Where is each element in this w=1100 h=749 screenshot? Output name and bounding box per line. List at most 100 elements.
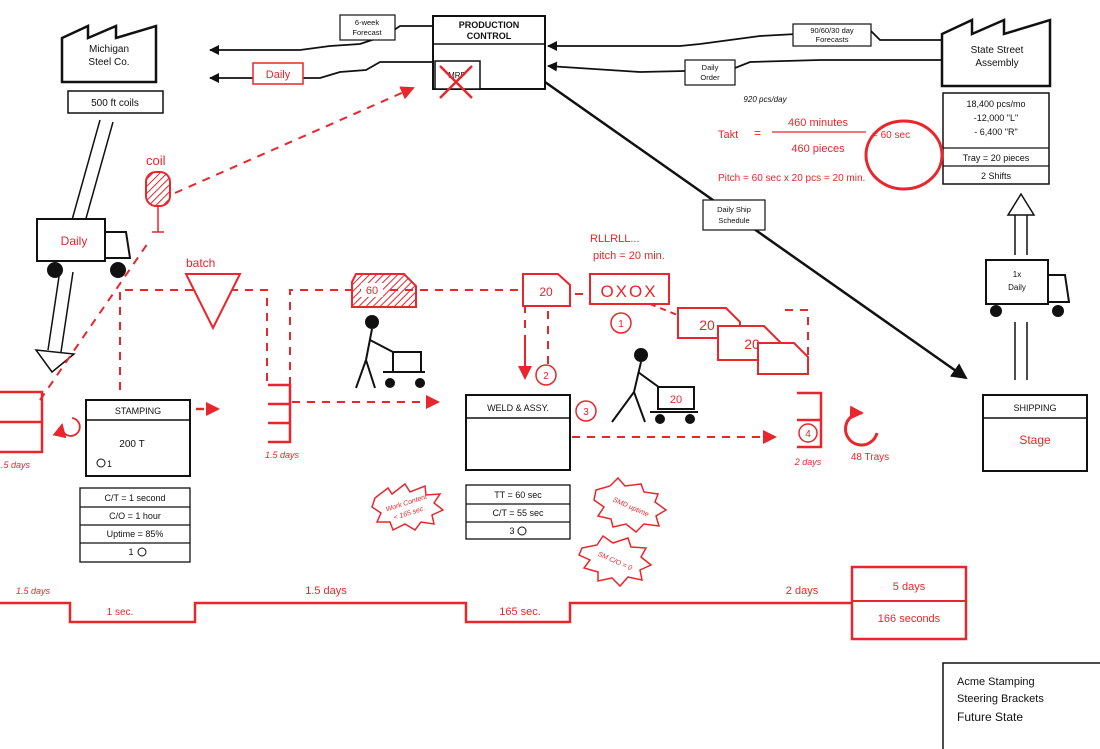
wip-supermarket-icon	[268, 383, 292, 444]
customer-demand: 18,400 pcs/mo	[966, 99, 1025, 109]
material-push-arrow	[34, 119, 114, 374]
daily-supplier-box	[252, 62, 304, 85]
outbound-truck-line2: Daily	[1008, 283, 1026, 292]
daily-order-from-customer-arrow	[547, 59, 942, 73]
timeline-process-1: 1 sec.	[107, 607, 134, 618]
title-product: Steering Brackets	[957, 693, 1044, 705]
timeline-wait-3: 2 days	[786, 585, 819, 597]
forecast-90-60-30-line2: Forecasts	[816, 35, 849, 44]
weld-process-box	[465, 394, 571, 471]
leveling-pitch: pitch = 20 min.	[593, 250, 665, 262]
production-kanban-qty-1: 20	[699, 317, 715, 333]
takt-label: Takt	[718, 129, 738, 141]
coil-to-mrp-dashed-arrow	[174, 86, 415, 194]
customer-demand-left: -12,000 "L"	[974, 113, 1018, 123]
stamping-process-box	[85, 399, 191, 477]
stamping-tonnage: 200 T	[119, 439, 144, 450]
shipping-cycle-icon	[844, 405, 879, 447]
load-leveling-box	[589, 273, 670, 305]
kaizen-burst-uptime	[593, 476, 668, 534]
customer-factory-icon	[940, 18, 1052, 88]
material-handler-operator-icon	[355, 315, 425, 389]
production-control-line1: PRODUCTION	[459, 20, 520, 30]
production-kanban-card-3	[757, 342, 809, 375]
outbound-truck-line1: 1x	[1013, 270, 1021, 279]
stamping-uptime: Uptime = 85%	[107, 529, 164, 539]
customer-name-line1: State Street	[971, 45, 1024, 56]
kaizen-burst-work-content	[371, 482, 445, 532]
batch-label: batch	[186, 256, 215, 270]
marker-4	[798, 423, 818, 443]
leveling-to-cards-dash	[649, 303, 681, 317]
load-leveling-pattern: OXOX	[600, 282, 657, 301]
daily-order-box	[684, 59, 736, 86]
batch-triangle-icon	[184, 273, 242, 331]
cart-kanban-qty: 20	[670, 394, 682, 406]
six-week-forecast-line1: 6-week	[355, 18, 379, 27]
marker-4-label: 4	[805, 429, 811, 440]
shipping-process-box	[982, 394, 1088, 472]
daily-order-to-supplier-arrow	[209, 61, 433, 83]
shipping-stage: Stage	[1019, 433, 1051, 447]
daily-ship-schedule-line1: Daily Ship	[717, 205, 751, 214]
supplier-name-line2: Steel Co.	[88, 57, 129, 68]
stamping-cycle-time: C/T = 1 second	[104, 493, 165, 503]
wip-inventory-days: 1.5 days	[265, 450, 300, 460]
marker-2	[535, 364, 557, 386]
weld-cycle-time: C/T = 55 sec	[492, 508, 544, 518]
stamping-shifts: 1	[128, 547, 133, 557]
coil-signal-post-icon	[145, 171, 171, 233]
stamping-changeover: C/O = 1 hour	[109, 511, 161, 521]
title-state: Future State	[957, 710, 1023, 724]
daily-order-line2: Order	[700, 73, 720, 82]
weld-operators: 3	[509, 526, 514, 536]
six-week-forecast-box	[339, 14, 396, 41]
marker-1	[610, 312, 632, 334]
daily-supplier-label: Daily	[266, 69, 291, 81]
signal-kanban-icon	[351, 273, 417, 308]
supplier-factory-icon	[60, 24, 158, 84]
withdrawal-kanban-card	[522, 273, 571, 307]
leveling-sequence: RLLRLL...	[590, 233, 640, 245]
weld-data-box	[465, 484, 571, 540]
withdrawal-kanban-qty: 20	[539, 285, 553, 299]
customer-data-box	[942, 92, 1050, 185]
pcs-per-day: 920 pcs/day	[743, 95, 787, 104]
production-control-line2: CONTROL	[467, 31, 512, 41]
stamping-operators: 1	[107, 459, 112, 469]
daily-ship-schedule-box	[702, 199, 766, 231]
stamping-operator-icon	[96, 458, 106, 468]
production-kanban-qty-2: 20	[744, 336, 760, 352]
takt-result: = 60 sec	[872, 130, 910, 141]
stamping-cycle-icon	[52, 417, 81, 439]
lead-time-ladder	[0, 601, 852, 624]
timeline-wait-2: 1.5 days	[305, 585, 347, 597]
raw-material-supermarket-icon	[0, 390, 44, 454]
six-week-forecast-line2: Forecast	[352, 28, 382, 37]
stamping-title: STAMPING	[115, 406, 161, 416]
stamping-data-box	[79, 487, 191, 563]
runner-operator-icon	[611, 348, 698, 424]
takt-denominator: 460 pieces	[791, 143, 845, 155]
raw-inventory-days: 1.5 days	[0, 460, 31, 470]
forecast-to-supplier-arrow	[209, 25, 433, 55]
fg-trays: 48 Trays	[851, 452, 889, 463]
marker-1-label: 1	[618, 319, 624, 330]
title-block-frame	[942, 662, 1100, 749]
finished-goods-supermarket-icon	[797, 391, 823, 449]
customer-demand-right: - 6,400 "R"	[974, 127, 1017, 137]
customer-shifts: 2 Shifts	[981, 171, 1012, 181]
fg-inventory-days: 2 days	[794, 457, 822, 467]
takt-highlight-circle	[864, 119, 944, 191]
pitch-formula: Pitch = 60 sec x 20 pcs = 20 min.	[718, 173, 865, 184]
marker-3	[575, 400, 597, 422]
inbound-truck-label: Daily	[61, 234, 88, 248]
inbound-truck-icon	[36, 218, 132, 278]
takt-numerator: 460 minutes	[788, 117, 848, 129]
marker-3-label: 3	[583, 407, 589, 418]
weld-title: WELD & ASSY.	[487, 403, 549, 413]
kaizen-burst-changeover	[578, 534, 653, 588]
shipment-push-arrow	[1006, 192, 1036, 380]
forecast-90-60-30-line1: 90/60/30 day	[810, 26, 854, 35]
